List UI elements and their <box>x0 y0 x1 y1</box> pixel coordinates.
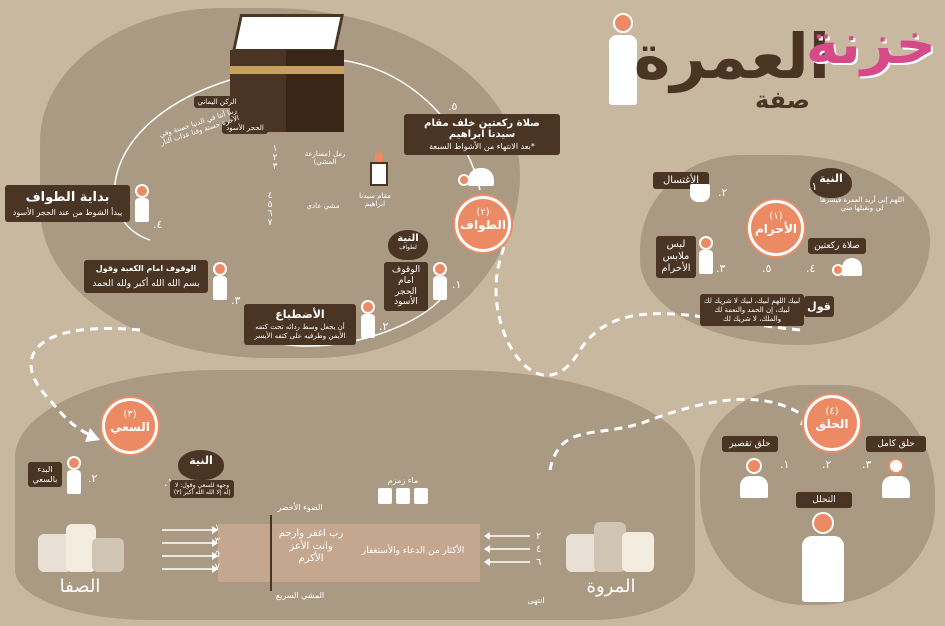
hajar-stand-figure <box>432 262 448 302</box>
green-light-label: الضوء الأخضر <box>277 503 323 512</box>
sai-dhikr-text: الأكثار من الدعاء والأستغفار <box>361 546 465 556</box>
hajar-label: الحجر الأسود <box>222 122 268 134</box>
pilgrim-figure <box>605 13 639 113</box>
sai-start-figure <box>66 456 82 496</box>
masaa-corridor <box>218 524 480 582</box>
idtiba-figure <box>360 300 376 340</box>
sai-niyyah-box: وجهة للسعي وقول: لا إله إلا الله الله أك… <box>170 480 234 499</box>
ihram-pray-box: صلاة ركعتين <box>808 238 866 254</box>
sai-end-label: انتهى <box>527 596 545 605</box>
walk-label: مشي عادي <box>306 202 340 210</box>
safa-label: الصفا <box>59 576 101 597</box>
halq-step2-number: ٢. <box>822 458 832 471</box>
sai-arrows <box>162 526 530 573</box>
ihram-step5-number: ٥. <box>762 262 772 275</box>
sai-dua-text: رب اغفر وارحم وانت الأعز الأكرم <box>278 528 344 564</box>
tawaf-niyyah-heart: النية لطواف <box>388 230 428 260</box>
halq-full-figure <box>880 458 912 500</box>
halq-circle: (٤) الحلق <box>804 395 860 451</box>
halq-short-figure <box>738 458 770 500</box>
tawaf-step5-number: ٥. <box>448 100 458 113</box>
marwa-rocks <box>566 522 656 574</box>
halq-step1-number: ١. <box>780 458 790 471</box>
sai-start-box: البدء بالسعي <box>28 462 62 488</box>
tawaf-step1-number: ١. <box>452 278 462 291</box>
ihram-clothes-figure <box>698 236 714 276</box>
sai-step2-number: ٢. <box>88 472 98 485</box>
idtiba-box: الأضطباع أن يجعل وسط ردائه تحت كتفه الأي… <box>244 304 356 346</box>
tahallul-figure <box>798 512 848 604</box>
halq-short-box: حلق تقصير <box>722 436 778 452</box>
site-logo: خزنة <box>805 12 936 77</box>
ihram-say-box: قول <box>804 296 834 317</box>
halq-full-box: حلق كامل <box>866 436 926 452</box>
ihram-niyyah-heart: النية <box>810 168 852 198</box>
tawaf-step2-number: ٢. <box>379 320 389 333</box>
ihram-step4-number: ٤. <box>806 262 816 275</box>
zamzam-label: ماء زمزم <box>387 476 419 485</box>
ihram-praying-figure <box>832 256 862 278</box>
fast-walk-arrow <box>270 515 272 591</box>
ihram-step2-number: ٢. <box>718 186 728 199</box>
ihram-clothes-box: لبس ملابس الأحرام <box>656 236 696 278</box>
corner-yamani-label: الركن اليماني <box>194 96 240 108</box>
zamzam-icons <box>374 488 434 506</box>
fast-walk-label: المشي السريع <box>275 591 325 600</box>
maqam-label: مقام سيدنا ابراهيم <box>359 192 391 209</box>
hajar-stand-box: الوقوف امام الحجر الأسود <box>384 262 428 312</box>
tawaf-start-box: بداية الطواف يبدأ الشوط من عند الحجر الأ… <box>5 185 130 222</box>
talbiyah-box: لبيك اللهم لبيك، لبيك لا شريك لك لبيك، إ… <box>700 294 804 327</box>
lap-markers-normal: ٤ ٥ ٦ ٧ <box>267 191 273 228</box>
safa-lap-numbers: ١ ٣ ٥ ٧ <box>214 523 220 573</box>
sai-niyyah-heart: النية <box>178 450 224 480</box>
kaaba-icon <box>228 14 348 134</box>
praying-figure <box>458 164 494 188</box>
ihram-step3-number: ٣. <box>716 262 726 275</box>
tawaf-stand-box: الوقوف امام الكعبة وقول بسم الله الله أك… <box>84 260 208 293</box>
safa-rocks <box>38 524 126 574</box>
tawaf-stand-figure <box>212 262 228 302</box>
marwa-lap-numbers: ٢ ٤ ٦ <box>536 531 542 568</box>
lap-markers-fast: ١ ٢ ٣ <box>272 144 278 172</box>
header: العمرة صفة خزنة <box>600 8 940 118</box>
tawaf-circle: (٢) الطواف <box>455 196 511 252</box>
tawaf-step5-box: صلاة ركعتين خلف مقام سيدنا ابراهيم *بعد … <box>404 114 560 155</box>
tawaf-start-figure <box>134 184 150 224</box>
maqam-icon <box>368 152 390 188</box>
page-title: العمرة <box>633 20 830 93</box>
marwa-label: المروة <box>586 576 636 597</box>
tawaf-step4-number: ٤. <box>153 218 163 231</box>
ramal-label: رمل (مسارعة المشي) <box>304 150 346 166</box>
ihram-circle: (١) الأحرام <box>748 200 804 256</box>
ihram-niyyah-text: اللهم إني أريد العمرة فيسرها لي وتقبلها … <box>819 196 905 213</box>
page-subtitle: صفة <box>754 86 810 114</box>
ihram-step1-number: ١. <box>808 180 818 193</box>
tahallul-box: التحلل <box>796 492 852 508</box>
sai-circle: (٣) السعي <box>102 398 158 454</box>
tawaf-step3-number: ٣. <box>231 294 241 307</box>
halq-step3-number: ٣. <box>862 458 872 471</box>
shower-icon <box>690 184 710 202</box>
